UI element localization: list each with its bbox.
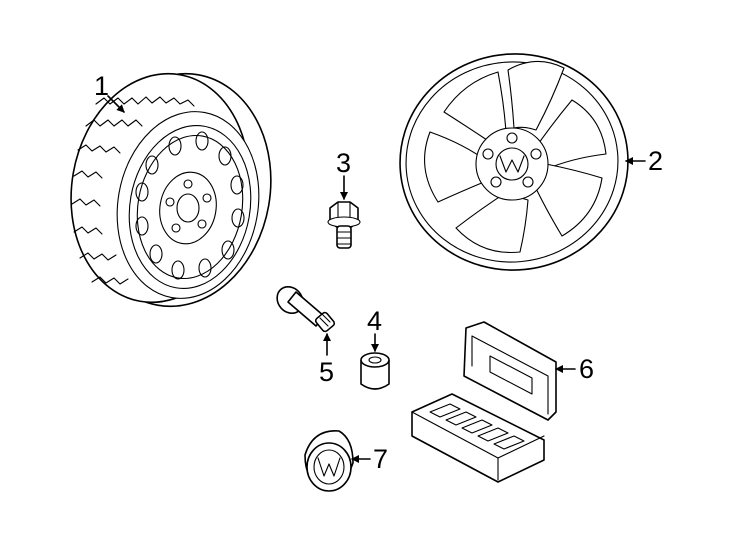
- callout-label-1: 1: [94, 71, 109, 101]
- wheel-bolt-icon[interactable]: [327, 201, 361, 249]
- lug-nut-cap-icon[interactable]: [360, 352, 390, 390]
- steel-spare-wheel-with-tire-icon[interactable]: [53, 59, 289, 321]
- alloy-wheel-icon[interactable]: [391, 44, 637, 279]
- callout-label-7: 7: [373, 444, 388, 474]
- center-cap-icon[interactable]: [304, 430, 354, 492]
- callout-2: 2: [625, 146, 663, 176]
- callout-3: 3: [336, 148, 351, 200]
- locking-bolt-kit-case-icon[interactable]: [411, 321, 557, 483]
- callout-1: 1: [94, 71, 125, 113]
- leader-line-1: [107, 95, 125, 113]
- callout-4: 4: [367, 306, 382, 352]
- callout-label-4: 4: [367, 306, 382, 336]
- tire-valve-stem-icon[interactable]: [272, 282, 336, 333]
- callout-label-6: 6: [579, 354, 594, 384]
- callout-5: 5: [319, 333, 334, 387]
- callout-7: 7: [351, 444, 388, 474]
- callout-label-3: 3: [336, 148, 351, 178]
- callout-label-5: 5: [319, 357, 334, 387]
- callout-6: 6: [555, 354, 594, 384]
- callout-label-2: 2: [648, 146, 663, 176]
